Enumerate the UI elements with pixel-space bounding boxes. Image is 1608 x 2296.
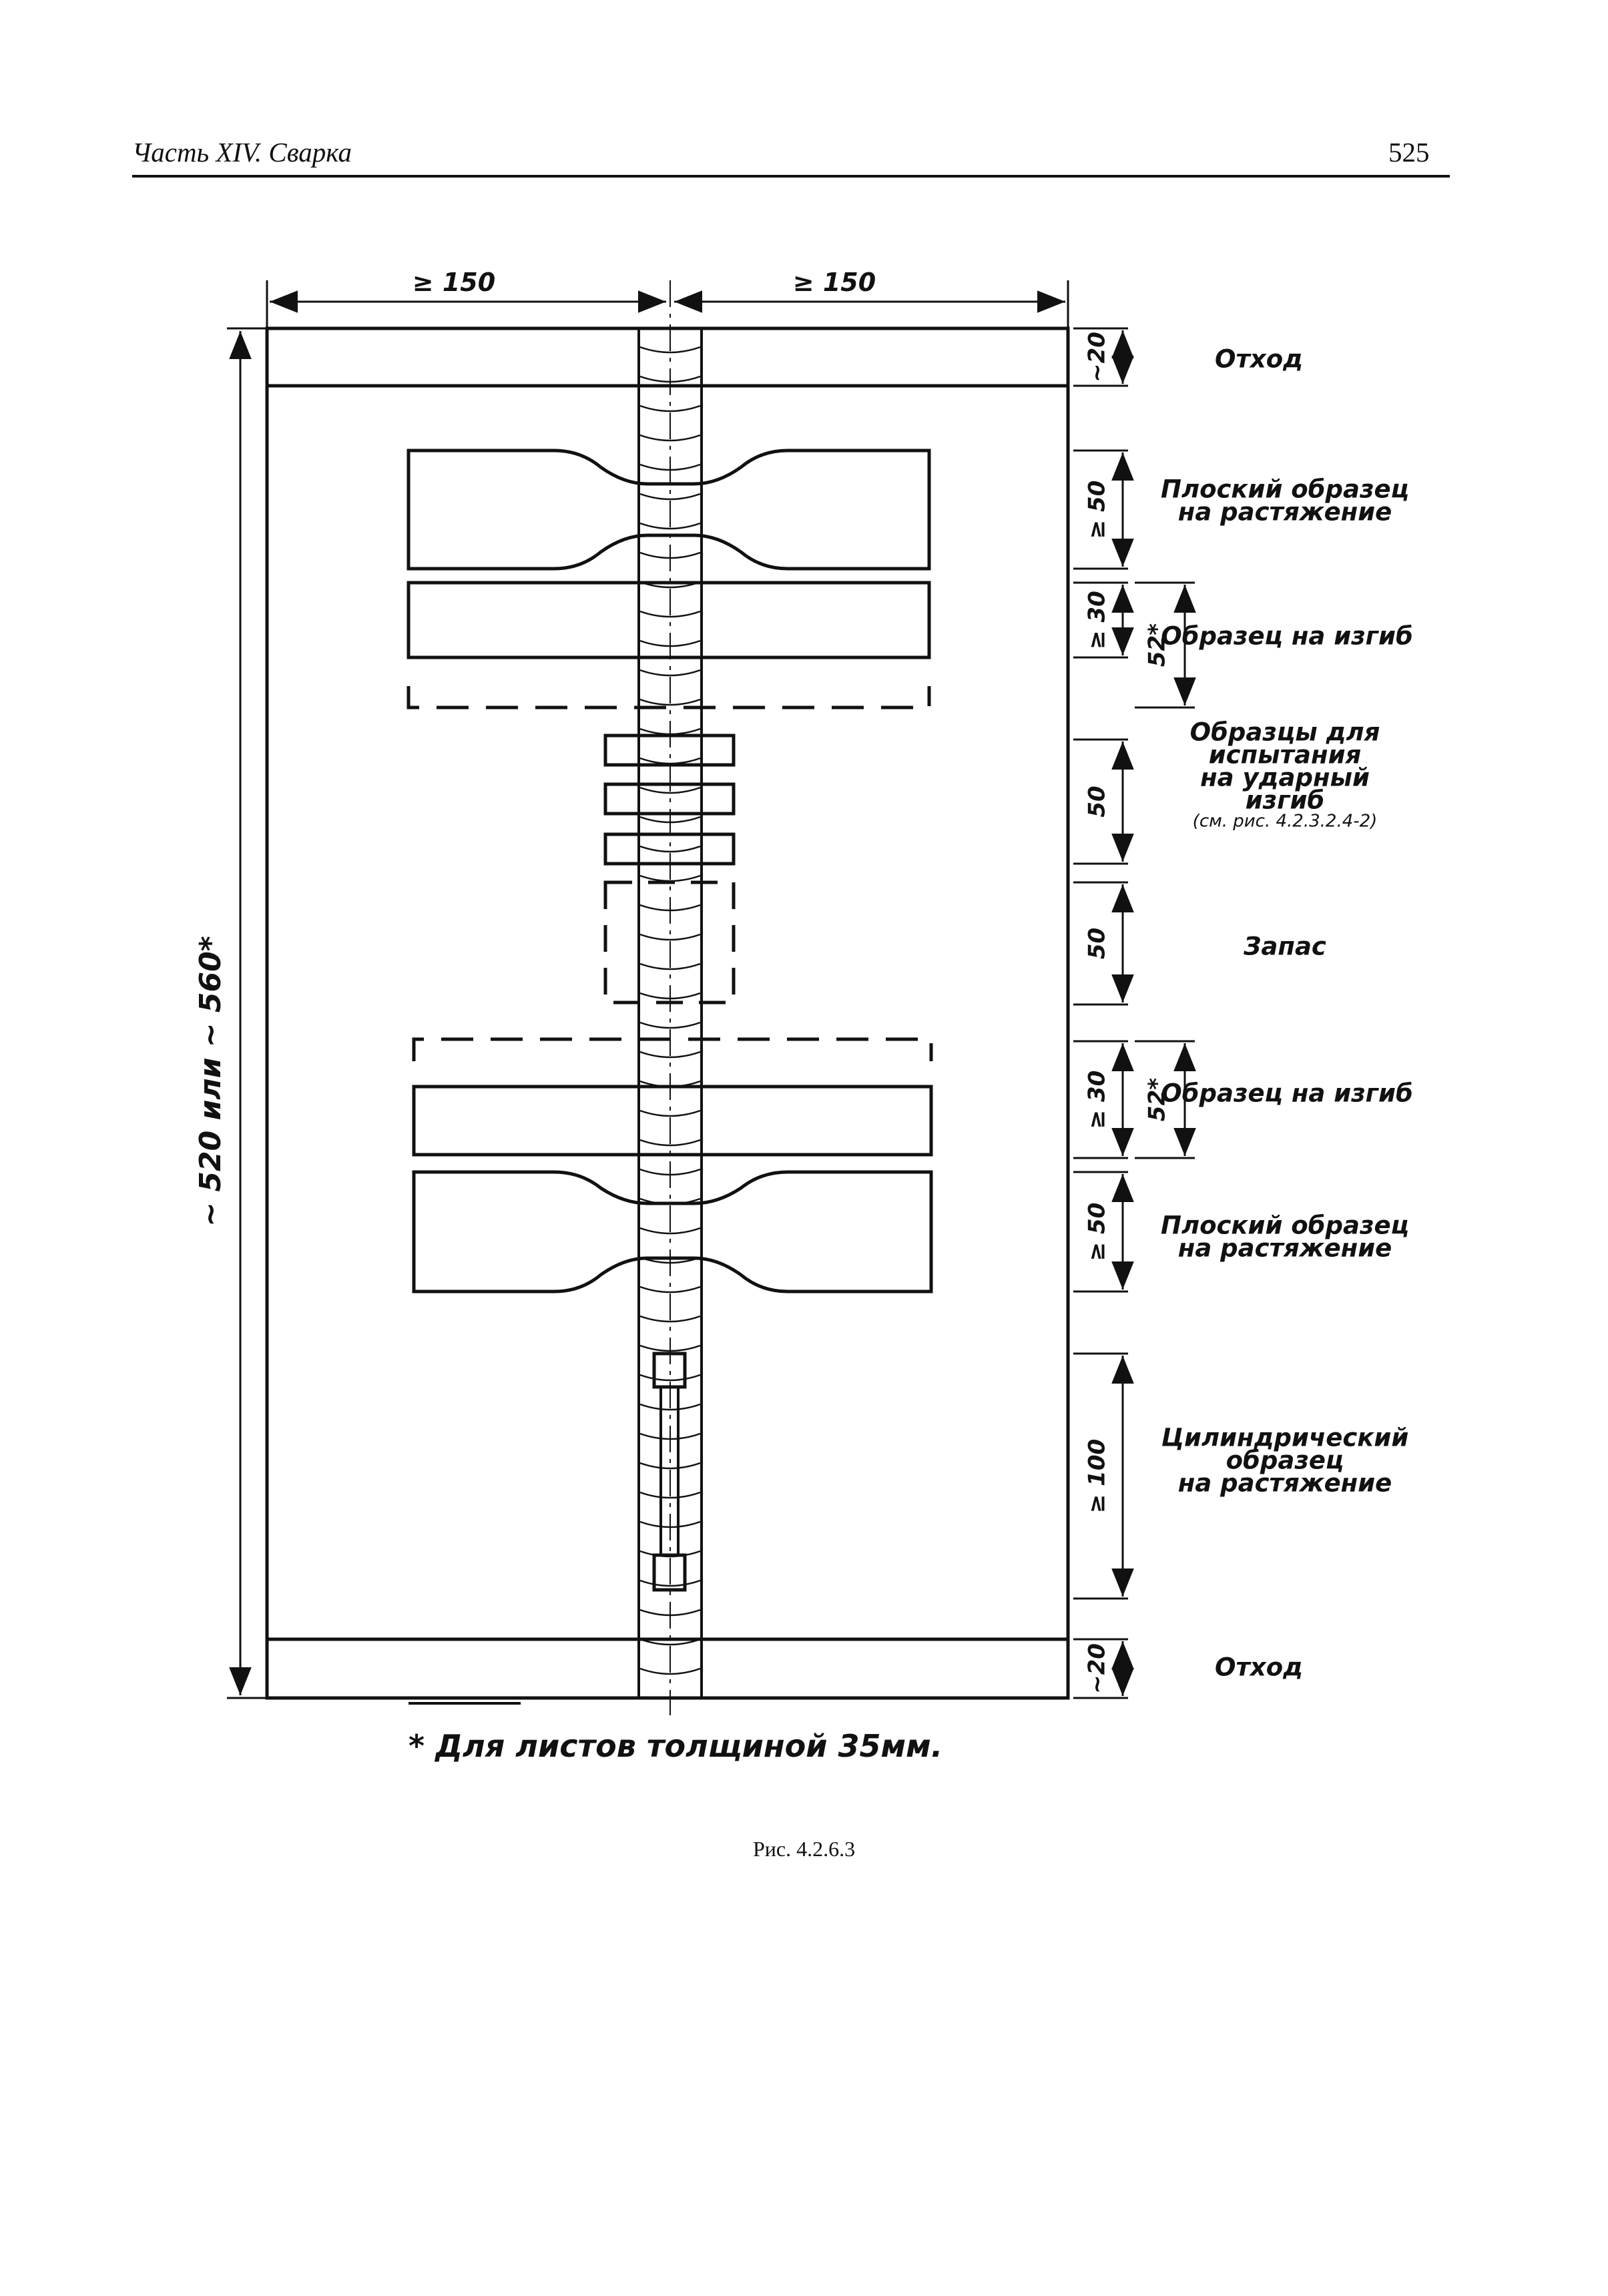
right-dim-value: ~20 bbox=[1084, 332, 1111, 382]
top-dim-left: ≥ 150 bbox=[413, 268, 495, 297]
right-label-9: Отход bbox=[1215, 1653, 1303, 1682]
right-dim-value: ≥ 30 bbox=[1084, 1071, 1111, 1129]
header-rule bbox=[132, 175, 1450, 178]
right-dim-3: ≥ 30 52* bbox=[1073, 581, 1196, 709]
footnote-text: * Для листов толщиной 35мм. bbox=[409, 1728, 943, 1764]
flat-tensile-specimen-top bbox=[407, 449, 931, 571]
top-dimension-lines bbox=[266, 280, 1069, 327]
right-label-line: Плоский образец bbox=[1161, 1211, 1409, 1240]
right-label-line: на растяжение bbox=[1178, 1469, 1392, 1498]
right-label-line: испытания bbox=[1209, 741, 1362, 770]
right-label-note: (см. рис. 4.2.3.2.4-2) bbox=[1193, 812, 1378, 832]
overall-height-dimension bbox=[227, 327, 266, 1699]
right-dim-1: ~20 bbox=[1073, 327, 1134, 387]
overall-height-label: ~ 520 или ~ 560* bbox=[194, 936, 228, 1227]
right-dim-2: ≥ 50 bbox=[1073, 449, 1134, 570]
top-dim-right: ≥ 150 bbox=[793, 268, 876, 297]
impact-specimens bbox=[603, 734, 736, 866]
page-number: 525 bbox=[1388, 137, 1430, 168]
reserve-zone bbox=[603, 880, 736, 1005]
bend-specimen-bottom bbox=[412, 1037, 933, 1157]
right-label-line: на ударный bbox=[1200, 764, 1370, 792]
right-dim-4: 50 bbox=[1073, 738, 1134, 865]
cylindrical-tensile-specimen bbox=[652, 1352, 687, 1592]
right-dim-9: ~20 bbox=[1073, 1638, 1134, 1699]
right-label-3: Образец на изгиб bbox=[1161, 622, 1413, 651]
figure-caption: Рис. 4.2.6.3 bbox=[752, 1837, 856, 1861]
right-dim-extra-value: 52* bbox=[1144, 1078, 1171, 1121]
right-label-line: изгиб bbox=[1246, 786, 1325, 815]
right-dim-value: ~20 bbox=[1084, 1643, 1111, 1694]
right-dim-value: ≥ 50 bbox=[1084, 481, 1111, 539]
running-header-section: Часть XIV. Сварка bbox=[132, 137, 352, 168]
right-dim-value: ≥ 50 bbox=[1084, 1203, 1111, 1261]
weld-seam bbox=[637, 280, 703, 1715]
right-dim-5: 50 bbox=[1073, 881, 1134, 1006]
right-dim-value: 50 bbox=[1084, 786, 1111, 817]
right-dim-value: ≥ 30 bbox=[1084, 591, 1111, 649]
right-dim-value: ≥ 100 bbox=[1084, 1439, 1111, 1513]
right-label-line: Запас bbox=[1243, 932, 1326, 961]
right-label-1: Отход bbox=[1215, 345, 1303, 374]
bend-specimen-top bbox=[407, 581, 931, 709]
right-dim-value: 50 bbox=[1084, 928, 1111, 959]
right-label-line: Образцы для bbox=[1190, 718, 1380, 747]
right-dim-8: ≥ 100 bbox=[1073, 1352, 1134, 1600]
right-dimension-column: ~20 ≥ 50 ≥ 30 52* 50 50 ≥ 30 52* ≥ 50 ≥ 100 ~20 bbox=[1073, 327, 1196, 1699]
right-label-line: на растяжение bbox=[1178, 1234, 1392, 1263]
right-label-6: Образец на изгиб bbox=[1161, 1079, 1413, 1108]
right-label-line: Отход bbox=[1215, 1653, 1303, 1682]
right-label-line: образец bbox=[1226, 1446, 1344, 1475]
right-label-line: Образец на изгиб bbox=[1161, 622, 1413, 651]
right-label-line: Плоский образец bbox=[1161, 475, 1409, 504]
right-dim-7: ≥ 50 bbox=[1073, 1171, 1134, 1293]
right-label-line: на растяжение bbox=[1178, 498, 1392, 527]
flat-tensile-specimen-bottom bbox=[412, 1170, 933, 1294]
right-dim-6: ≥ 30 52* bbox=[1073, 1040, 1196, 1159]
right-label-line: Образец на изгиб bbox=[1161, 1079, 1413, 1108]
right-label-5: Запас bbox=[1243, 932, 1326, 961]
right-label-line: Цилиндрический bbox=[1161, 1424, 1409, 1452]
right-dim-extra-value: 52* bbox=[1144, 623, 1171, 667]
right-label-line: Отход bbox=[1215, 345, 1303, 374]
